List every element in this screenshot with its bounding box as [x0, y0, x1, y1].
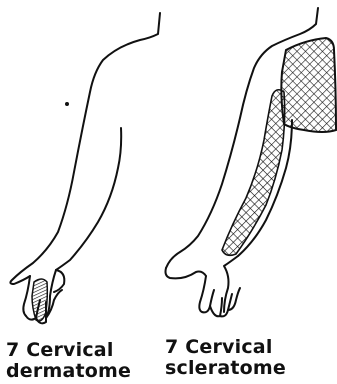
caption-scleratome: 7 Cervical scleratome	[165, 337, 286, 379]
caption-dermatome-line1: 7 Cervical	[6, 340, 131, 361]
dermatome-shaded-area	[32, 279, 47, 321]
scleratome-arm-area	[222, 90, 285, 256]
caption-scleratome-line1: 7 Cervical	[165, 337, 286, 358]
caption-dermatome: 7 Cervical dermatome	[6, 340, 131, 382]
caption-dermatome-line2: dermatome	[6, 361, 131, 382]
scleratome-scapula-area	[281, 38, 336, 132]
caption-scleratome-line2: scleratome	[165, 358, 286, 379]
left-arm-drawing	[10, 13, 160, 323]
